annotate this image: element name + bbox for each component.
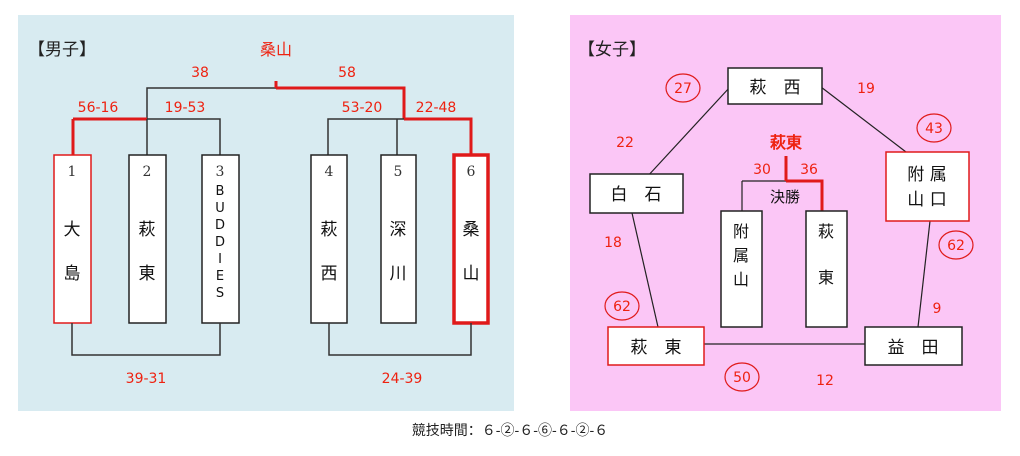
men-semi-left-black xyxy=(147,118,221,155)
men-consolation-left-line xyxy=(71,323,221,356)
men-seed-1: 1 xyxy=(68,164,77,180)
men-team-1-char-2: 島 xyxy=(64,264,81,284)
men-team-box-6 xyxy=(452,153,490,325)
men-consolation-left-score: 39-31 xyxy=(126,371,167,387)
women-team-top: 萩 西 xyxy=(750,78,801,98)
men-team-5-char-1: 深 xyxy=(390,220,407,240)
men-semi-right-black xyxy=(327,118,404,155)
women-score-top-right: 19 xyxy=(857,81,875,97)
men-team-3-char-4: D xyxy=(215,235,225,250)
men-final-left-line xyxy=(146,87,276,119)
men-seed-5: 5 xyxy=(394,164,403,180)
men-team-4-char-2: 西 xyxy=(321,264,338,284)
women-circle-62-left xyxy=(604,291,640,321)
men-semi-left-score-2: 19-53 xyxy=(165,100,206,116)
women-circle-50 xyxy=(724,362,760,392)
women-circled-score-4: 62 xyxy=(613,299,631,315)
women-circled-score-5: 50 xyxy=(733,370,751,386)
women-team-bottom-right: 益 田 xyxy=(888,338,939,358)
women-circled-score-2: 43 xyxy=(925,121,943,137)
men-team-5-char-2: 川 xyxy=(390,264,407,284)
men-team-6-char-1: 桑 xyxy=(463,220,480,240)
men-semi-left-score-1: 56-16 xyxy=(78,100,119,116)
men-team-3-char-3: D xyxy=(215,218,225,233)
women-final-team-1-char-3: 山 xyxy=(733,270,749,289)
women-final-line-right xyxy=(786,179,824,211)
women-final-label: 決勝 xyxy=(770,188,800,206)
women-team-top-box xyxy=(727,67,823,105)
men-final-right-line xyxy=(276,86,406,119)
men-team-6-char-2: 山 xyxy=(463,264,480,284)
men-semi-right-red xyxy=(404,117,473,155)
women-final-team-2-char-1: 萩 xyxy=(818,222,834,241)
men-section-label: 【男子】 xyxy=(28,40,96,60)
women-league-panel: 【女子】 萩 西 白 石 附 属 山 口 萩 東 益 田 22 19 18 9 … xyxy=(570,15,1001,411)
men-team-3-char-6: E xyxy=(216,269,224,284)
men-seed-3: 3 xyxy=(216,164,225,180)
women-score-right: 9 xyxy=(933,301,942,317)
men-final-score-left: 38 xyxy=(191,65,209,81)
men-team-3-char-5: I xyxy=(218,252,222,267)
men-consolation-right-score: 24-39 xyxy=(382,371,423,387)
women-score-bottom: 12 xyxy=(816,373,834,389)
women-league-diagram: 【女子】 萩 西 白 石 附 属 山 口 萩 東 益 田 22 19 18 9 … xyxy=(578,40,974,392)
men-team-1-char-1: 大 xyxy=(64,220,81,240)
men-semi-right-score-2: 22-48 xyxy=(416,100,457,116)
women-final-score-2: 36 xyxy=(800,162,818,178)
men-team-2-char-1: 萩 xyxy=(139,220,156,240)
men-bracket-diagram: 【男子】 桑山 38 58 56-16 19-53 53-20 22-48 1 … xyxy=(28,40,490,387)
women-circled-score-3: 62 xyxy=(947,238,965,254)
women-team-bottom-left: 萩 東 xyxy=(631,338,682,358)
men-consolation-right-line xyxy=(328,323,472,356)
women-final-score-1: 30 xyxy=(753,162,771,178)
women-score-left: 18 xyxy=(604,235,622,251)
men-seed-2: 2 xyxy=(143,164,152,180)
men-team-2-char-2: 東 xyxy=(139,264,156,284)
women-team-right-line-2: 山 口 xyxy=(907,190,946,210)
men-semi-right-score-1: 53-20 xyxy=(342,100,383,116)
women-team-bottom-left-box xyxy=(607,326,705,366)
women-section-label: 【女子】 xyxy=(578,40,646,60)
women-final-champion: 萩東 xyxy=(769,133,802,152)
women-edge-top-right xyxy=(820,86,907,153)
women-final-team-1-char-2: 属 xyxy=(733,246,749,265)
men-team-3-char-7: S xyxy=(216,286,224,301)
women-circle-27 xyxy=(665,73,701,103)
women-final-team-2-box xyxy=(805,210,848,328)
women-edge-left xyxy=(631,212,659,328)
men-team-4-char-1: 萩 xyxy=(321,220,338,240)
men-team-box-3 xyxy=(201,154,240,324)
women-team-bottom-right-box xyxy=(864,326,963,366)
women-circle-62-right xyxy=(938,230,974,260)
men-team-3-char-1: B xyxy=(216,184,225,199)
women-edge-right xyxy=(917,220,931,328)
women-team-right-box xyxy=(885,151,970,222)
men-seed-4: 4 xyxy=(325,164,334,180)
women-edge-top-left xyxy=(645,86,731,179)
men-team-box-2 xyxy=(128,154,167,324)
men-seed-6: 6 xyxy=(467,164,476,180)
women-final-team-2-char-2: 東 xyxy=(818,268,834,287)
men-final-score-right: 58 xyxy=(338,65,356,81)
women-circle-43 xyxy=(916,113,952,143)
women-final-team-1-char-1: 附 xyxy=(733,222,749,241)
men-team-box-5 xyxy=(380,154,417,324)
women-circled-score-1: 27 xyxy=(674,81,692,97)
women-final-team-1-box xyxy=(720,210,763,328)
competition-time-footer: 競技時間：６-②-６-⑥-６-②-６ xyxy=(411,423,609,439)
men-team-3-char-2: U xyxy=(215,201,225,216)
men-champion: 桑山 xyxy=(260,40,292,59)
women-team-left-box xyxy=(589,173,684,214)
men-bracket-panel: 【男子】 桑山 38 58 56-16 19-53 53-20 22-48 1 … xyxy=(18,15,514,411)
women-score-top-left: 22 xyxy=(616,135,634,151)
women-team-right-line-1: 附 属 xyxy=(907,165,946,185)
women-team-left: 白 石 xyxy=(611,185,662,205)
